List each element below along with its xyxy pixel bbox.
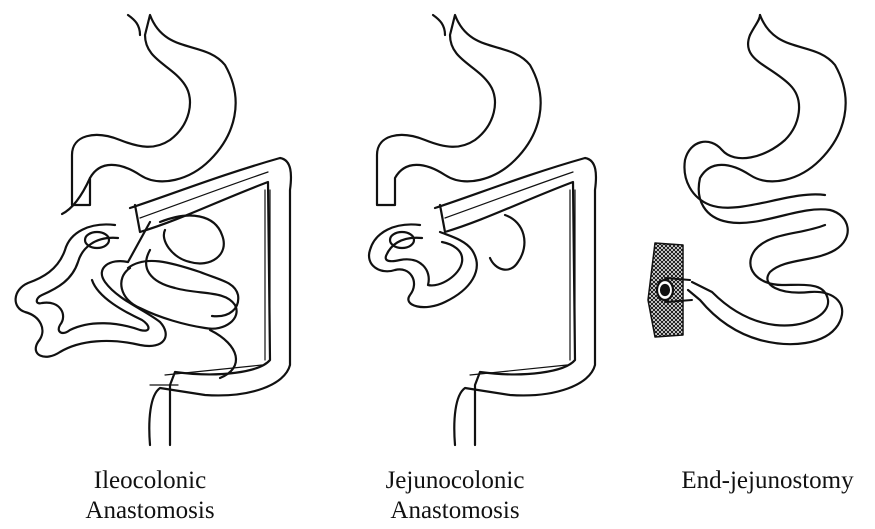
- stomach: [684, 15, 847, 344]
- stomach: [62, 15, 236, 214]
- caption-line-2: Anastomosis: [55, 496, 245, 526]
- jejunocolonic-diagram: [369, 15, 596, 445]
- colon: [435, 158, 596, 445]
- caption-end-jejunostomy: End-jejunostomy: [660, 466, 875, 496]
- stomach: [377, 15, 541, 205]
- caption-line-1: End-jejunostomy: [660, 466, 875, 496]
- jejunal-remnant: [369, 215, 524, 307]
- small-bowel-loops: [16, 216, 239, 378]
- end-jejunostomy-diagram: [648, 15, 848, 344]
- caption-line-2: Anastomosis: [355, 496, 555, 526]
- stoma: [648, 243, 692, 337]
- caption-line-1: Ileocolonic: [55, 466, 245, 496]
- colon: [130, 158, 291, 445]
- caption-line-1: Jejunocolonic: [355, 466, 555, 496]
- caption-ileocolonic: Ileocolonic Anastomosis: [55, 466, 245, 526]
- ileocolonic-diagram: [16, 15, 291, 445]
- caption-jejunocolonic: Jejunocolonic Anastomosis: [355, 466, 555, 526]
